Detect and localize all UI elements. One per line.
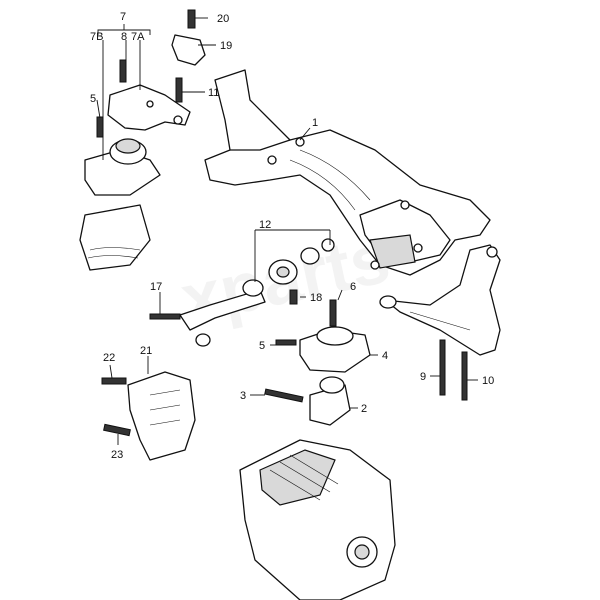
bolts-9-10	[439, 339, 468, 401]
callout-7b: 7B	[90, 31, 103, 43]
callout-1: 1	[312, 117, 318, 129]
leader-lines	[96, 17, 478, 445]
rear-mount-bracket	[101, 371, 196, 461]
callout-7a: 7A	[131, 31, 145, 43]
callout-7: 7	[120, 11, 126, 23]
callout-22: 22	[103, 352, 115, 364]
control-arm	[379, 244, 501, 356]
callout-17: 17	[150, 281, 162, 293]
callout-12: 12	[259, 219, 271, 231]
callout-23: 23	[111, 449, 123, 461]
callout-5-upper: 5	[90, 93, 96, 105]
gearbox-mount	[264, 299, 371, 426]
callout-4: 4	[382, 350, 388, 362]
callout-2: 2	[361, 403, 367, 415]
callout-21: 21	[140, 345, 152, 357]
callout-labels: 7 7B 8 7A 20 19 11 5 1 12 6 17 18 5 4 22…	[90, 11, 494, 461]
callout-11: 11	[208, 87, 219, 99]
callout-5-lower: 5	[259, 340, 265, 352]
callout-9: 9	[420, 371, 426, 383]
gearbox-housing	[239, 439, 396, 600]
callout-10: 10	[482, 375, 494, 387]
callout-6: 6	[350, 281, 356, 293]
callout-20: 20	[217, 13, 229, 25]
callout-18: 18	[310, 292, 322, 304]
upper-mount-bracket	[96, 9, 206, 138]
torque-rod-assembly	[149, 238, 335, 347]
callout-3: 3	[240, 390, 246, 402]
subframe-crossmember	[204, 69, 491, 276]
callout-19: 19	[220, 40, 232, 52]
engine-mount-left	[79, 138, 161, 271]
callout-8: 8	[121, 31, 127, 43]
